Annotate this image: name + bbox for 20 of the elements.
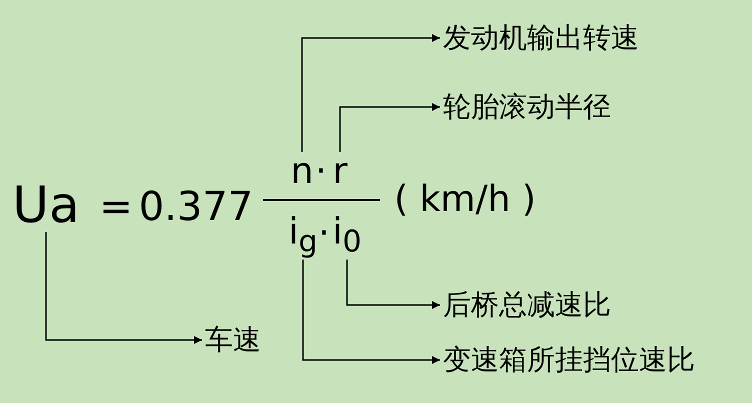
formula-symbol: i$_{g}$ [288, 214, 318, 258]
formula-text: 0.377 [138, 187, 254, 227]
annotation-label: 后桥总减速比 [443, 291, 611, 319]
leader-arrow [339, 103, 440, 152]
formula-text: · [318, 216, 330, 252]
annotation-label: 轮胎滚动半径 [443, 93, 611, 121]
leader-arrow [302, 260, 440, 364]
formula-symbol: i$_{0}$ [332, 214, 362, 258]
annotation-label: 车速 [205, 326, 261, 354]
annotation-label: 发动机输出转速 [443, 24, 639, 52]
formula-text: = [99, 187, 133, 227]
formula-symbol: r [332, 154, 348, 190]
annotation-label: 变速箱所挂挡位速比 [443, 346, 695, 374]
formula-symbol: n [290, 154, 314, 190]
formula-text: ( km/h ) [394, 182, 536, 218]
leader-arrow [45, 232, 202, 344]
formula-text: · [315, 154, 327, 190]
leader-arrow [346, 260, 440, 309]
formula-symbol: Ua [12, 180, 80, 230]
leader-arrow [301, 34, 440, 152]
